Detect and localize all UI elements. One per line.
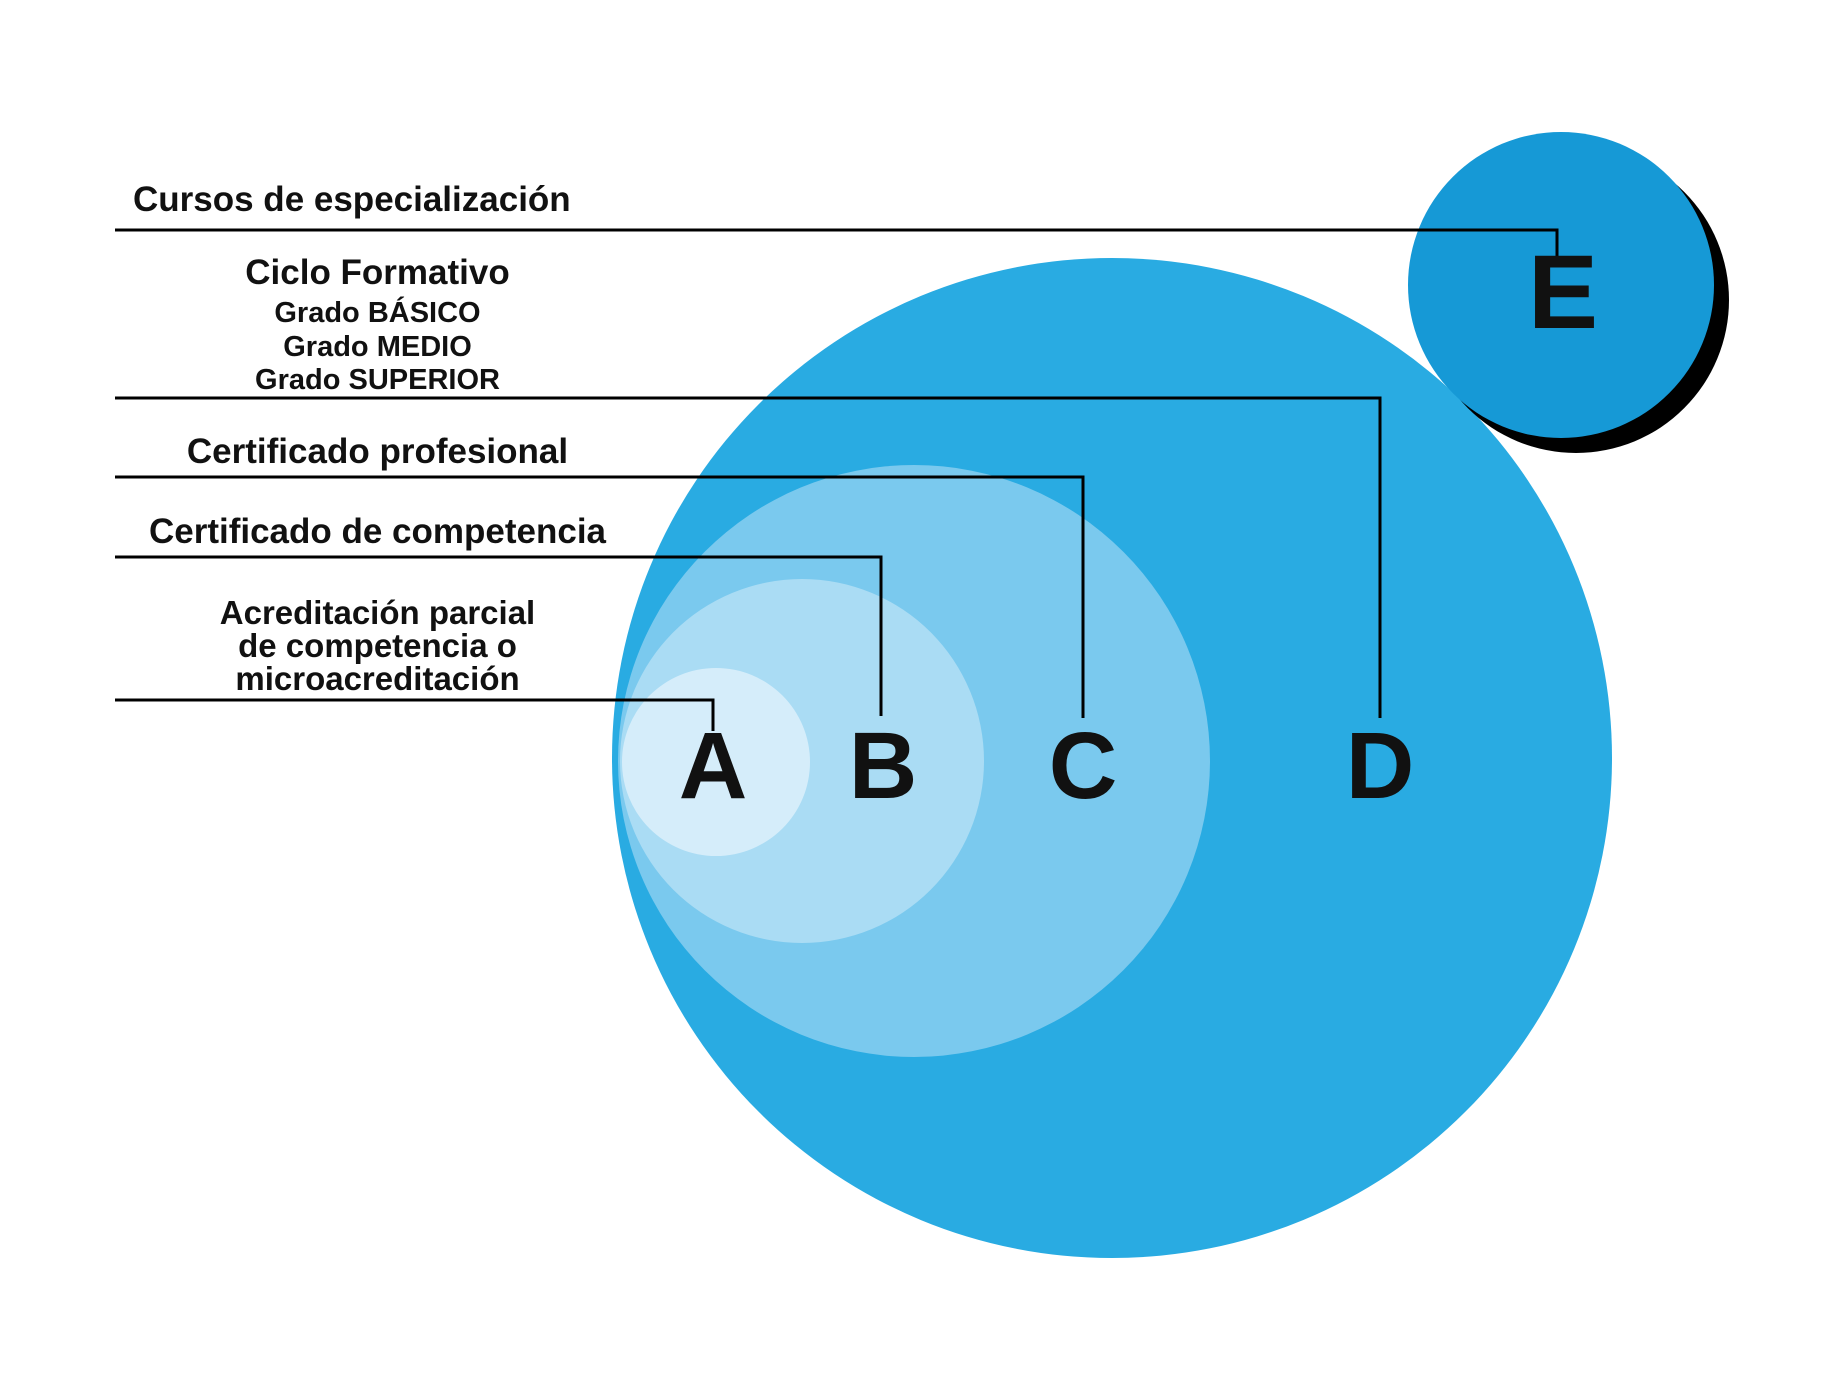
label-acreditacion-line3: microacreditación <box>235 660 520 697</box>
circle-e <box>1408 132 1714 438</box>
label-grado-medio: Grado MEDIO <box>283 331 472 363</box>
label-certificado-profesional: Certificado profesional <box>186 432 569 471</box>
label-cursos-especializacion: Cursos de especialización <box>133 180 571 219</box>
circle-c-letter: C <box>1048 712 1118 819</box>
circle-e-letter: E <box>1527 233 1599 351</box>
circle-a-letter: A <box>678 712 748 819</box>
label-certificado-competencia: Certificado de competencia <box>148 512 607 551</box>
label-acreditacion-line1: Acreditación parcial <box>219 594 536 631</box>
label-ciclo-formativo: Ciclo Formativo <box>245 253 510 292</box>
label-grado-basico: Grado BÁSICO <box>274 297 481 329</box>
label-grado-superior: Grado SUPERIOR <box>255 364 500 396</box>
circle-b-letter: B <box>848 712 918 819</box>
label-acreditacion-line2: de competencia o <box>238 627 517 664</box>
circle-d-letter: D <box>1345 712 1415 819</box>
